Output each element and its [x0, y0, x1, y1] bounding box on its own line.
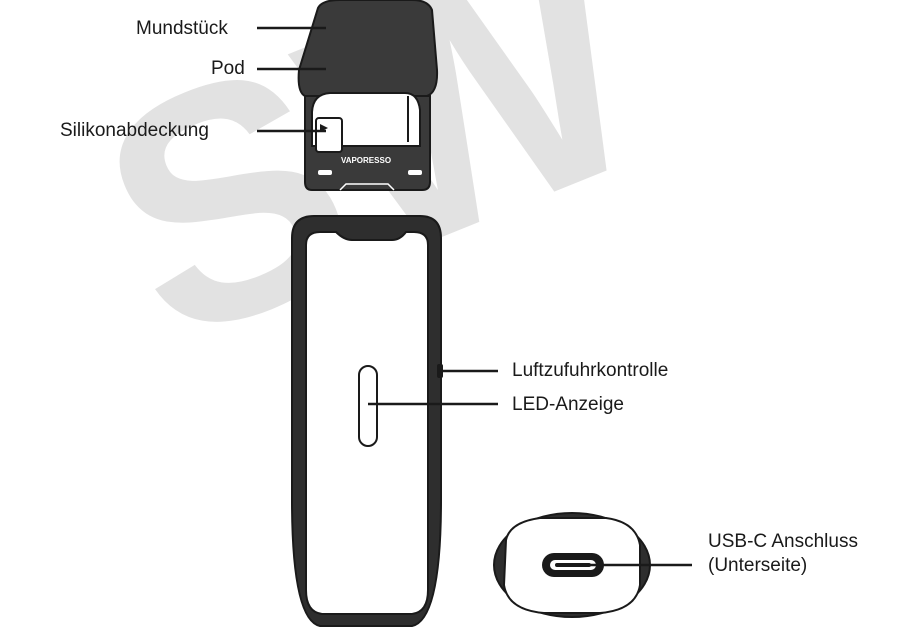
bottom-view — [493, 512, 651, 618]
airflow-notch — [437, 364, 443, 378]
pod-drawing: VAPORESSO — [297, 0, 439, 191]
mouthpiece-shape — [297, 0, 439, 97]
brand-text: VAPORESSO — [341, 156, 391, 165]
label-pod: Pod — [211, 58, 245, 79]
pod-base-notch — [339, 183, 395, 191]
led-slot — [358, 365, 378, 447]
silicone-cover-shape — [315, 117, 343, 153]
label-usb-port-line1: USB-C Anschluss — [708, 531, 858, 552]
label-usb-port-line2: (Unterseite) — [708, 555, 808, 576]
pod-contact-right — [408, 170, 422, 175]
device-body — [291, 215, 443, 627]
label-silicone-cover: Silikonabdeckung — [60, 120, 209, 141]
label-airflow-control: Luftzufuhrkontrolle — [512, 360, 669, 381]
label-led-indicator: LED-Anzeige — [512, 394, 624, 415]
pod-contact-left — [318, 170, 332, 175]
leader-lines — [257, 26, 692, 567]
label-mouthpiece: Mundstück — [136, 18, 228, 39]
